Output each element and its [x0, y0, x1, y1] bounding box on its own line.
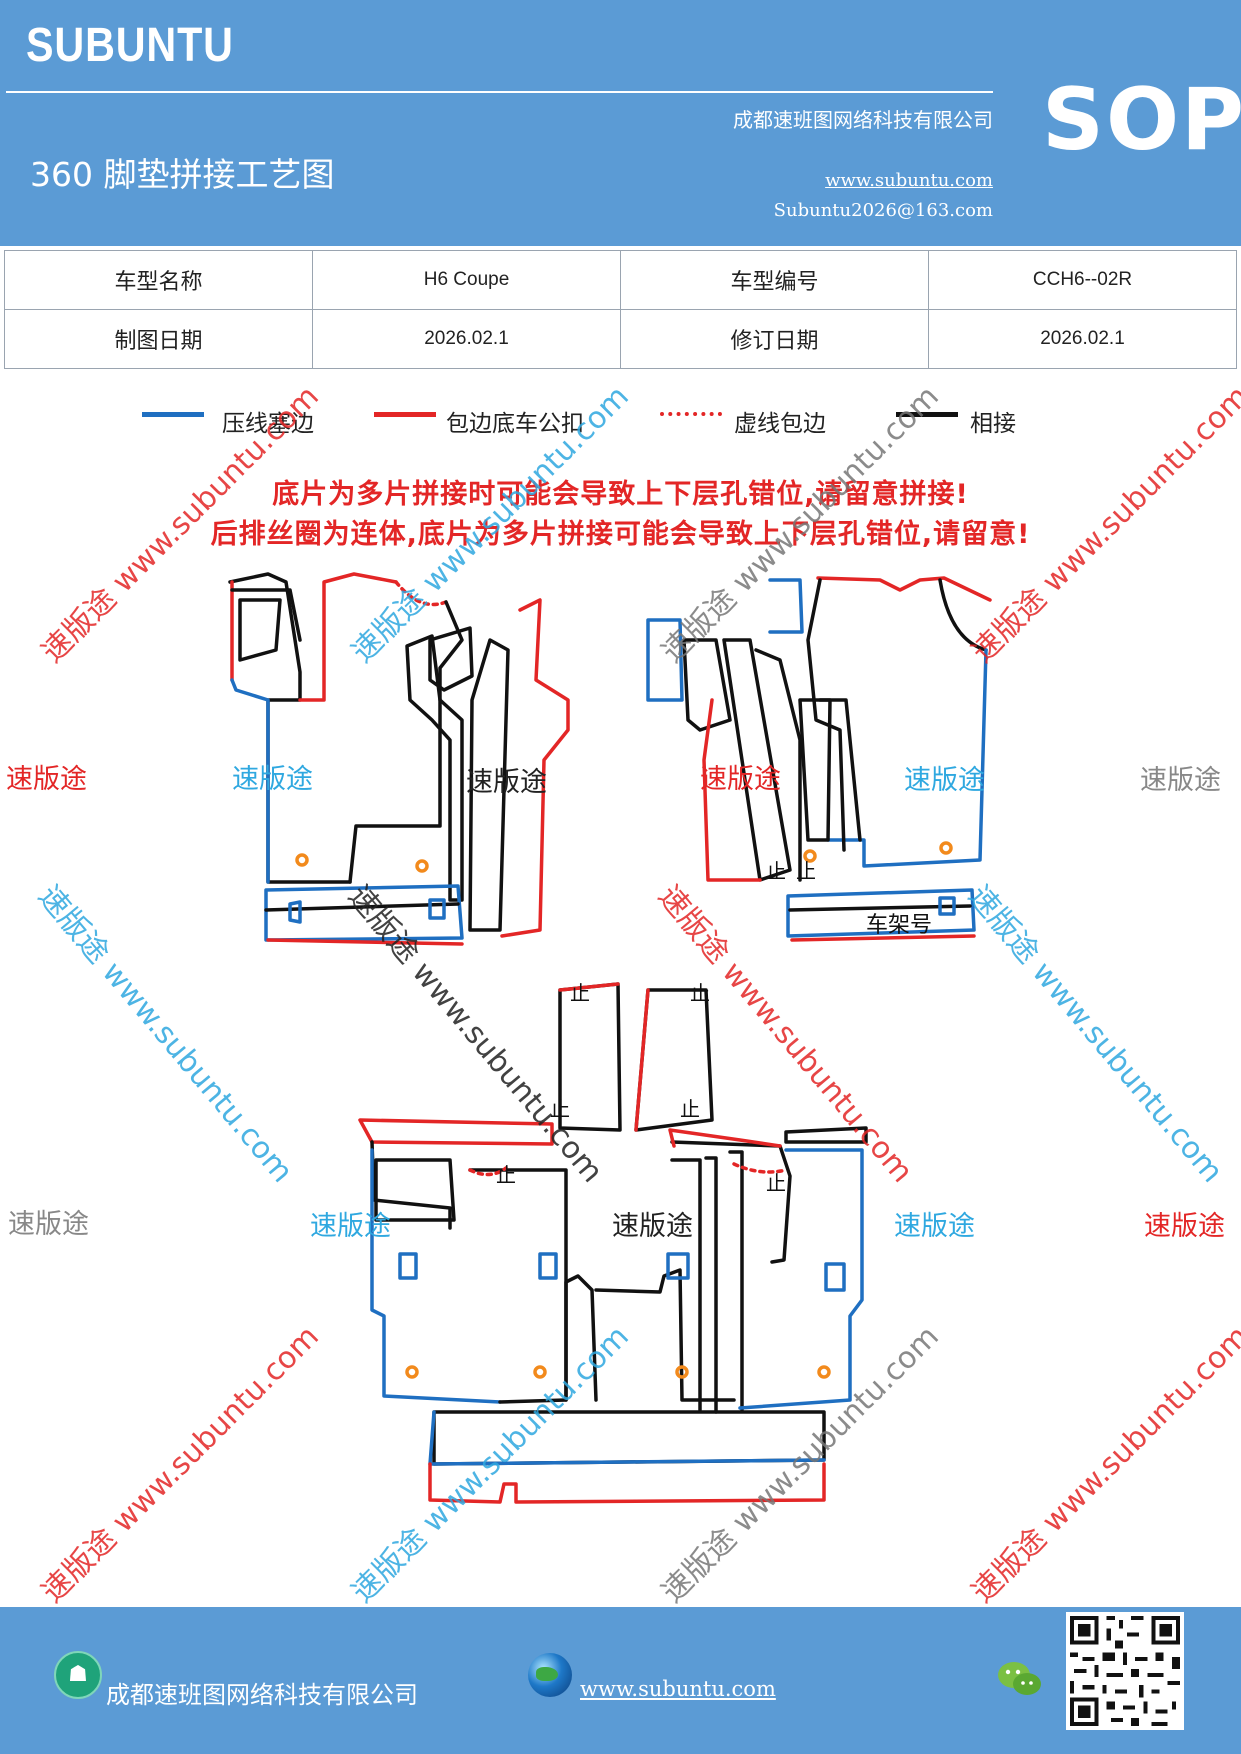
watermark-text: 速版途 — [700, 764, 781, 795]
watermark-text: 速版途 — [310, 1211, 391, 1242]
watermark-text: 速版途 — [612, 1211, 693, 1242]
stop-mark: 止 — [496, 1163, 516, 1187]
vehicle-info-table: 车型名称 H6 Coupe 车型编号 CCH6--02R 制图日期 2026.0… — [4, 250, 1237, 369]
stop-mark: 止 — [690, 981, 710, 1005]
value-model-code: CCH6--02R — [928, 250, 1237, 310]
company-name: 成都速班图网络科技有限公司 — [733, 108, 993, 132]
company-icon: ☗ — [54, 1651, 102, 1699]
footer-company-name: 成都速班图网络科技有限公司 — [106, 1681, 418, 1709]
legend-swatch — [142, 412, 204, 417]
brand-logo: SUBUNTU — [26, 19, 234, 72]
globe-icon — [528, 1653, 572, 1697]
stop-mark: 止 — [766, 859, 786, 883]
label-revision-date: 修订日期 — [620, 309, 929, 369]
sop-badge: SOP — [1042, 70, 1241, 170]
watermark-text: 速版途 — [8, 1209, 89, 1240]
legend-label: 包边底车公扣 — [446, 411, 584, 437]
watermark-text: 速版途 — [1144, 1211, 1225, 1242]
value-revision-date: 2026.02.1 — [928, 309, 1237, 369]
rear-tunnel-pieces — [558, 982, 714, 1132]
legend-swatch — [660, 412, 722, 416]
header-divider — [6, 91, 993, 93]
line-legend: 压线塞边 包边底车公扣 虚线包边 相接 — [0, 400, 1241, 440]
header-banner: SUBUNTU 成都速班图网络科技有限公司 360 脚垫拼接工艺图 www.su… — [0, 0, 1241, 246]
rear-mat — [358, 1118, 868, 1504]
stop-mark: 止 — [570, 981, 590, 1005]
frame-number-label: 车架号 — [866, 913, 932, 938]
footer-website-link[interactable]: www.subuntu.com — [580, 1677, 776, 1701]
footer-banner: ☗ 成都速班图网络科技有限公司 www.subuntu.com — [0, 1607, 1241, 1754]
legend-swatch — [896, 412, 958, 417]
floor-mat-diagram: 车架号 止 止 止 止 止 止 止 止 — [228, 572, 992, 1504]
label-model-code: 车型编号 — [620, 250, 929, 310]
watermark-text: 速版途 — [466, 767, 547, 798]
value-draw-date: 2026.02.1 — [312, 309, 621, 369]
label-model-name: 车型名称 — [4, 250, 313, 310]
label-draw-date: 制图日期 — [4, 309, 313, 369]
qr-code — [1066, 1612, 1184, 1730]
watermark-text: 速版途 — [232, 764, 313, 795]
warning-line-1: 底片为多片拼接时可能会导致上下层孔错位,请留意拼接! — [272, 479, 969, 510]
watermark-text: 速版途 — [904, 765, 985, 796]
stop-mark: 止 — [680, 1097, 700, 1121]
warning-line-2: 后排丝圈为连体,底片为多片拼接可能会导致上下层孔错位,请留意! — [210, 519, 1031, 550]
front-left-mat — [228, 572, 570, 946]
legend-label: 虚线包边 — [734, 411, 826, 437]
value-model-name: H6 Coupe — [312, 250, 621, 310]
stop-mark: 止 — [766, 1171, 786, 1195]
legend-label: 相接 — [970, 411, 1016, 437]
wechat-icon[interactable] — [996, 1659, 1044, 1699]
document-title: 360 脚垫拼接工艺图 — [30, 155, 335, 194]
stop-mark: 止 — [550, 1097, 570, 1121]
watermark-text: 速版途 — [894, 1211, 975, 1242]
front-right-mat — [646, 576, 992, 942]
table-row: 车型名称 H6 Coupe 车型编号 CCH6--02R — [4, 250, 1237, 310]
email-address: Subuntu2026@163.com — [773, 200, 993, 221]
legend-swatch — [374, 412, 436, 417]
stop-mark: 止 — [796, 859, 816, 883]
table-row: 制图日期 2026.02.1 修订日期 2026.02.1 — [4, 309, 1237, 369]
legend-label: 压线塞边 — [222, 411, 314, 437]
website-link[interactable]: www.subuntu.com — [825, 170, 993, 191]
watermark-text: 速版途 — [1140, 765, 1221, 796]
watermark-text: 速版途 — [6, 764, 87, 795]
